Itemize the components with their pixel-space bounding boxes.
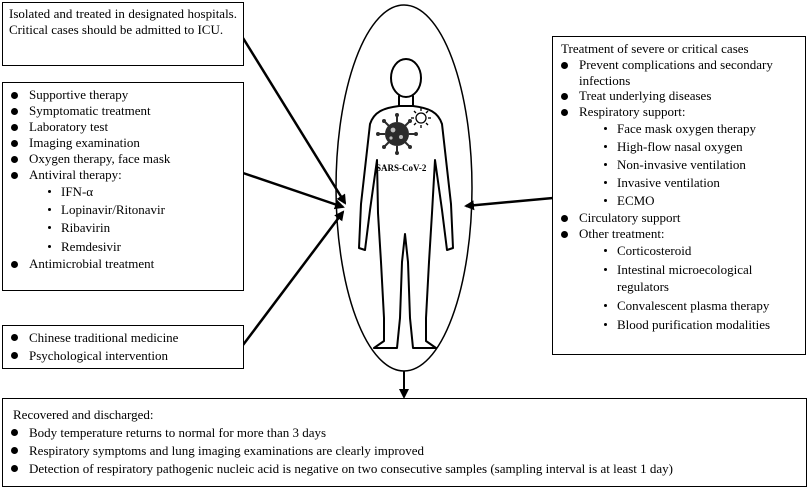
arrow-from-top-left bbox=[241, 37, 347, 205]
list-item: Circulatory support bbox=[557, 210, 801, 226]
tcm-box: Chinese traditional medicine Psychologic… bbox=[2, 325, 244, 369]
virus-label: SARS-CoV-2 bbox=[376, 163, 427, 173]
list-item: Laboratory test bbox=[7, 119, 239, 135]
sublist-item: Intestinal microecological regulators bbox=[604, 261, 801, 295]
list-item: Antimicrobial treatment bbox=[7, 256, 239, 272]
antiviral-sublist: IFN-α Lopinavir/Ritonavir Ribavirin Remd… bbox=[29, 183, 239, 256]
sublist-item: Remdesivir bbox=[48, 238, 239, 256]
severe-treatment-box: Treatment of severe or critical cases Pr… bbox=[552, 36, 806, 355]
general-treatment-box: Supportive therapy Symptomatic treatment… bbox=[2, 82, 244, 291]
discharge-box: Recovered and discharged: Body temperatu… bbox=[2, 398, 807, 487]
list-item: Respiratory symptoms and lung imaging ex… bbox=[7, 442, 802, 460]
sublist-item: Blood purification modalities bbox=[604, 316, 801, 333]
list-item: Body temperature returns to normal for m… bbox=[7, 424, 802, 442]
list-item: Treat underlying diseases bbox=[557, 88, 801, 104]
list-item-respiratory: Respiratory support: Face mask oxygen th… bbox=[557, 104, 801, 210]
sublist-item: Convalescent plasma therapy bbox=[604, 297, 801, 314]
sublist-item: IFN-α bbox=[48, 183, 239, 201]
list-item: Psychological intervention bbox=[7, 347, 239, 365]
tcm-list: Chinese traditional medicine Psychologic… bbox=[7, 329, 239, 365]
sublist-item: Invasive ventilation bbox=[604, 174, 801, 192]
list-item: Imaging examination bbox=[7, 135, 239, 151]
discharge-heading: Recovered and discharged: bbox=[13, 407, 154, 422]
sublist-item: Corticosteroid bbox=[604, 242, 801, 259]
arrow-from-right bbox=[464, 196, 554, 211]
other-treatment-sublist: Corticosteroid Intestinal microecologica… bbox=[579, 242, 801, 333]
sublist-item: ECMO bbox=[604, 192, 801, 210]
severe-treatment-list: Prevent complications and secondary infe… bbox=[557, 57, 801, 333]
sublist-item: Face mask oxygen therapy bbox=[604, 120, 801, 138]
list-item: Symptomatic treatment bbox=[7, 103, 239, 119]
isolation-box: Isolated and treated in designated hospi… bbox=[2, 2, 244, 66]
human-figure-icon bbox=[358, 58, 454, 349]
list-item-other: Other treatment: Corticosteroid Intestin… bbox=[557, 226, 801, 333]
sublist-item: Ribavirin bbox=[48, 219, 239, 237]
sublist-item: Lopinavir/Ritonavir bbox=[48, 201, 239, 219]
list-item: Oxygen therapy, face mask bbox=[7, 151, 239, 167]
isolation-text: Isolated and treated in designated hospi… bbox=[9, 6, 237, 37]
general-treatment-list: Supportive therapy Symptomatic treatment… bbox=[7, 87, 239, 272]
arrow-from-left bbox=[242, 171, 345, 210]
arrow-from-left-bottom bbox=[242, 210, 345, 346]
list-item: Prevent complications and secondary infe… bbox=[557, 57, 801, 89]
respiratory-sublist: Face mask oxygen therapy High-flow nasal… bbox=[579, 120, 801, 210]
list-item-antiviral: Antiviral therapy: IFN-α Lopinavir/Riton… bbox=[7, 167, 239, 256]
virus-icon bbox=[376, 113, 418, 155]
list-item: Chinese traditional medicine bbox=[7, 329, 239, 347]
severe-treatment-heading: Treatment of severe or critical cases bbox=[561, 41, 749, 56]
discharge-criteria-list: Body temperature returns to normal for m… bbox=[7, 424, 802, 478]
sublist-item: High-flow nasal oxygen bbox=[604, 138, 801, 156]
list-item: Supportive therapy bbox=[7, 87, 239, 103]
small-virus-icon bbox=[411, 108, 431, 128]
list-item: Detection of respiratory pathogenic nucl… bbox=[7, 460, 802, 478]
sublist-item: Non-invasive ventilation bbox=[604, 156, 801, 174]
